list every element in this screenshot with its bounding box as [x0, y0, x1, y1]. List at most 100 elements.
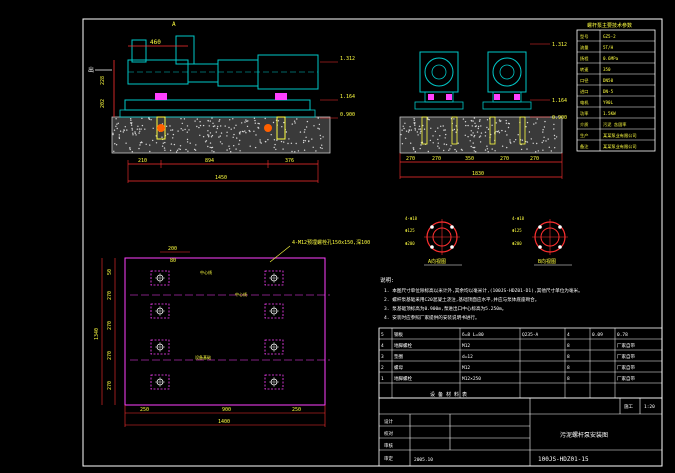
detail-b-label: Φ200	[512, 241, 522, 246]
bom-cell: 地脚螺栓	[394, 342, 412, 349]
param-value: 某某泵业有限公司	[603, 143, 637, 150]
param-value: 某某泵业有限公司	[603, 132, 637, 139]
detail-views: 4-Φ18 Φ125 Φ200 A向视图 4-Φ18 Φ125 Φ200 B向视…	[405, 216, 572, 266]
param-label: 型号	[580, 33, 588, 40]
side-elev-2: 1.164	[552, 98, 567, 104]
param-label: 进口	[580, 88, 588, 95]
bom-cell: 8	[567, 354, 570, 360]
bolt-pocket	[264, 339, 284, 355]
bolt-pocket	[150, 303, 170, 319]
bom-cell: δ=8 L=80	[462, 332, 484, 338]
detail-a-label: Φ125	[405, 228, 415, 233]
bom-cell: M12	[462, 343, 470, 349]
bom-cell: 0.09	[592, 332, 603, 338]
inlet-pipe	[131, 39, 147, 63]
plan-dim-top: 80	[170, 258, 176, 264]
bom-cell: 3	[381, 354, 384, 360]
bolt-marker	[264, 124, 272, 132]
param-value: 5T/H	[603, 45, 614, 50]
side-foundation-hatch	[400, 117, 558, 153]
base-plate	[119, 109, 316, 118]
front-overall: 1450	[215, 175, 227, 181]
bolt-pocket	[264, 303, 284, 319]
bom-cell: 厂家自带	[617, 364, 635, 371]
bom-cell: M12×250	[462, 376, 481, 382]
notes-title: 说明:	[380, 276, 394, 284]
front-foundation-hatch	[112, 117, 324, 153]
tb-label: 设计	[384, 418, 393, 425]
front-dim-bottom: 376	[285, 158, 294, 164]
param-value: 污泥 含固率	[603, 121, 626, 128]
bom-cell: M12	[462, 365, 470, 371]
side-dim: 270	[500, 156, 509, 162]
params-title: 螺杆泵主要技术参数	[587, 22, 632, 29]
front-dim-bottom: 210	[138, 158, 147, 164]
bom-cell: 螺母	[394, 364, 403, 371]
detail-a-title: A向视图	[428, 258, 446, 265]
side-dim: 270	[530, 156, 539, 162]
pump-base-frame	[124, 99, 311, 111]
side-dim: 350	[465, 156, 474, 162]
plan-callout-top: 4-M12预埋螺栓孔150x150,深100	[292, 239, 370, 246]
note-line: 1. 本图尺寸单位除标高以米计外,其余均以毫米计,(100JS-HDZ01-D1…	[384, 287, 583, 294]
side-elev-1: 1.312	[552, 42, 567, 48]
plan-dim-left: 50	[107, 269, 113, 275]
param-value: DN50	[603, 78, 614, 83]
plan-foundation-outline	[124, 257, 326, 406]
detail-b-title: B向视图	[538, 258, 556, 265]
anchor-bolt	[276, 116, 286, 140]
tb-label: 校对	[384, 430, 393, 437]
side-foundation	[399, 116, 563, 154]
plan-dim-left: 270	[107, 321, 113, 330]
bolt-pocket	[264, 270, 284, 286]
param-label: 介质	[580, 121, 588, 128]
bom-cell: 8	[567, 376, 570, 382]
bom-footer: 设 备 材 料 表	[430, 391, 467, 398]
plan-dim-left: 270	[107, 291, 113, 300]
pump-end-circle	[424, 57, 454, 87]
plan-dim-top: 200	[168, 246, 177, 252]
support-right	[275, 93, 287, 100]
bom-cell: 8	[567, 343, 570, 349]
detail-a-label: Φ200	[405, 241, 415, 246]
tb-scale: 1:20	[644, 404, 655, 410]
outlet-arrow-label: 出	[88, 66, 94, 74]
tb-drawing-no: 100JS-HDZ01-15	[538, 456, 589, 463]
bom-cell: d=12	[462, 354, 473, 360]
side-overall: 1830	[472, 171, 484, 177]
bolt-pocket	[150, 374, 170, 390]
param-value: GZ5-2	[603, 34, 616, 39]
bolt-marker	[157, 124, 165, 132]
plan-callout-mid1: 中心线	[235, 291, 247, 297]
side-dim: 270	[406, 156, 415, 162]
plan-dim-bottom: 900	[222, 407, 231, 413]
param-label: 转速	[580, 66, 589, 73]
front-dim-bottom: 894	[205, 158, 214, 164]
bom-cell: 1	[381, 376, 384, 382]
front-elev-1: 1.312	[340, 56, 355, 62]
tb-label: 审核	[384, 442, 393, 449]
front-dim-a: A	[172, 21, 176, 28]
bolt-pocket	[264, 374, 284, 390]
bom-cell: 4	[381, 343, 384, 349]
param-label: 流量	[580, 44, 588, 51]
support-left	[155, 93, 167, 100]
front-view: 460 A 228 202 出 1.312 1.164 0.900 210 89…	[88, 21, 355, 183]
bom-cell: 2	[381, 365, 384, 371]
bom-cell: 4	[567, 332, 570, 338]
bolt-pocket	[150, 339, 170, 355]
param-value: 0.6MPa	[603, 56, 619, 61]
front-foundation	[111, 116, 331, 154]
side-view: 1.312 1.164 0.900 270 270 350 270 270 18…	[399, 42, 567, 179]
side-elev-3: 0.900	[552, 115, 567, 121]
plan-dim-left: 270	[107, 351, 113, 360]
param-label: 功率	[580, 110, 588, 117]
tb-label: 审定	[384, 455, 393, 462]
outlet-pipe	[175, 35, 195, 65]
param-value: 350	[603, 67, 611, 72]
param-value: Y90L	[603, 100, 614, 105]
param-label: 生产	[580, 132, 588, 139]
